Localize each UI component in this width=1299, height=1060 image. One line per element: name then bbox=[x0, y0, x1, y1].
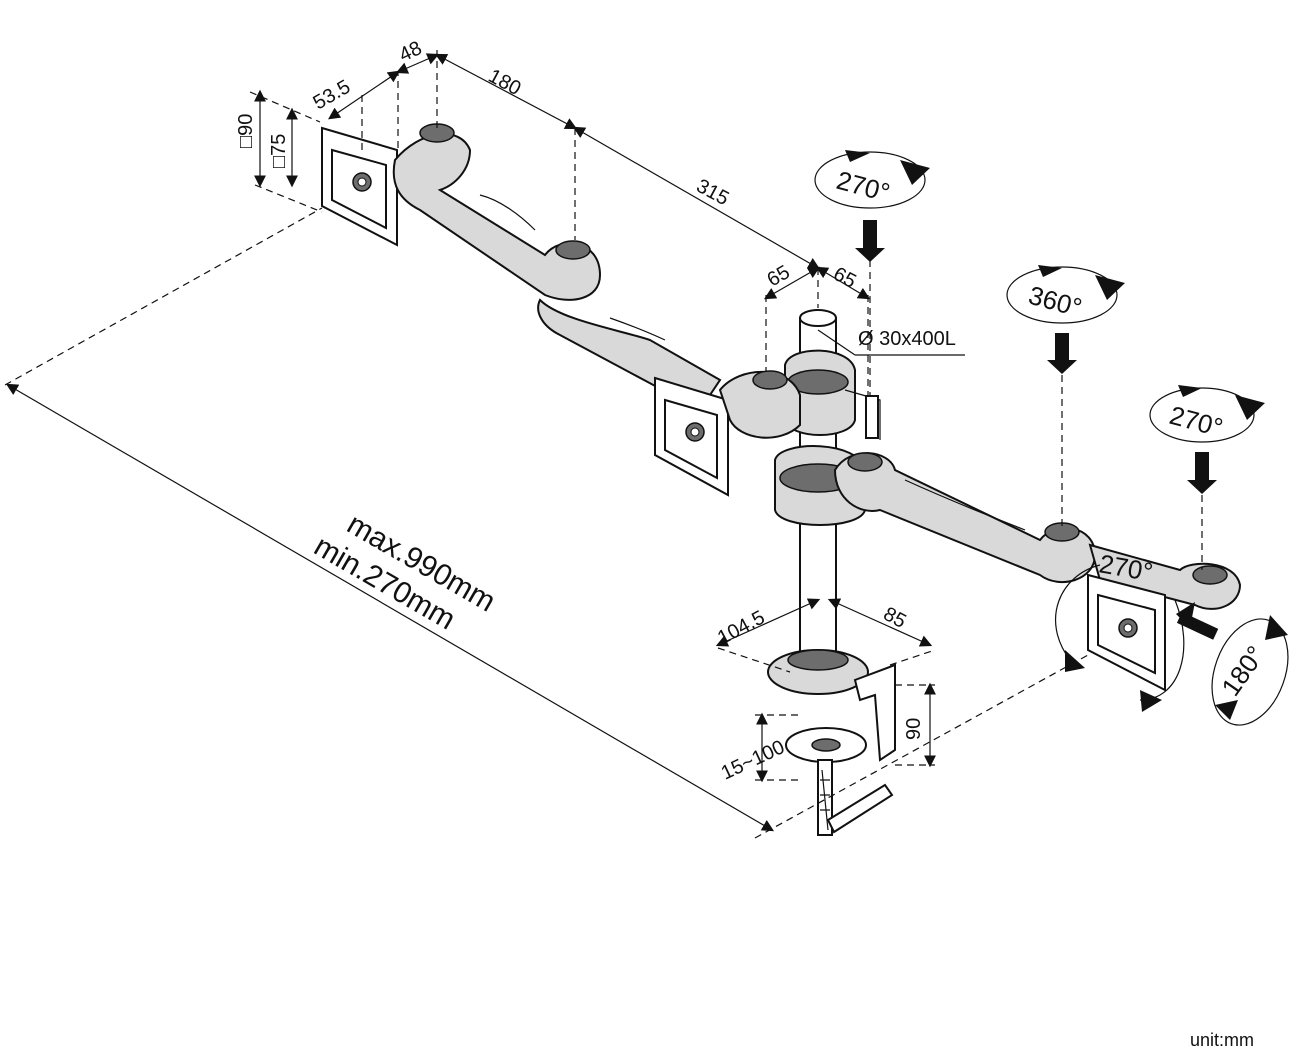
clamp-range: 15~100 bbox=[718, 736, 788, 784]
rotation-right-270: 270° bbox=[1166, 400, 1226, 443]
rotation-indicator-right bbox=[1149, 385, 1265, 494]
dim-90: 90 bbox=[903, 718, 925, 740]
unit-label: unit:mm bbox=[1190, 1030, 1255, 1050]
dim-104-5: 104.5 bbox=[714, 606, 769, 649]
desk-clamp bbox=[767, 649, 896, 836]
rotation-indicator-top bbox=[814, 150, 930, 262]
dim-85: 85 bbox=[880, 603, 910, 633]
vesa-90: □90 bbox=[235, 114, 257, 148]
right-vesa-plate bbox=[1087, 573, 1166, 692]
dim-65-left: 65 bbox=[764, 261, 794, 291]
dimension-labels: 53.5 48 180 315 65 65 Ø 30x400L □90 □75 … bbox=[235, 37, 956, 784]
swivel-indicator bbox=[1176, 602, 1289, 726]
vesa-75: □75 bbox=[268, 134, 290, 168]
dim-53-5: 53.5 bbox=[310, 76, 355, 115]
pole-spec: Ø 30x400L bbox=[858, 328, 956, 350]
rotation-mid-360: 360° bbox=[1025, 280, 1085, 323]
dim-180: 180 bbox=[485, 65, 525, 100]
left-arm bbox=[392, 123, 722, 412]
rotation-indicator-mid bbox=[1006, 265, 1125, 374]
dim-315: 315 bbox=[693, 175, 733, 210]
span-labels: max.990mm min.270mm bbox=[309, 507, 501, 636]
left-vesa-plate bbox=[321, 126, 398, 247]
rotation-swivel-180: 180° bbox=[1215, 640, 1270, 701]
tilt-indicator bbox=[1054, 564, 1185, 712]
dimension-lines bbox=[4, 50, 1203, 839]
dim-65-right: 65 bbox=[830, 263, 860, 293]
right-arm bbox=[833, 452, 1242, 610]
rotation-top-270: 270° bbox=[833, 165, 893, 208]
